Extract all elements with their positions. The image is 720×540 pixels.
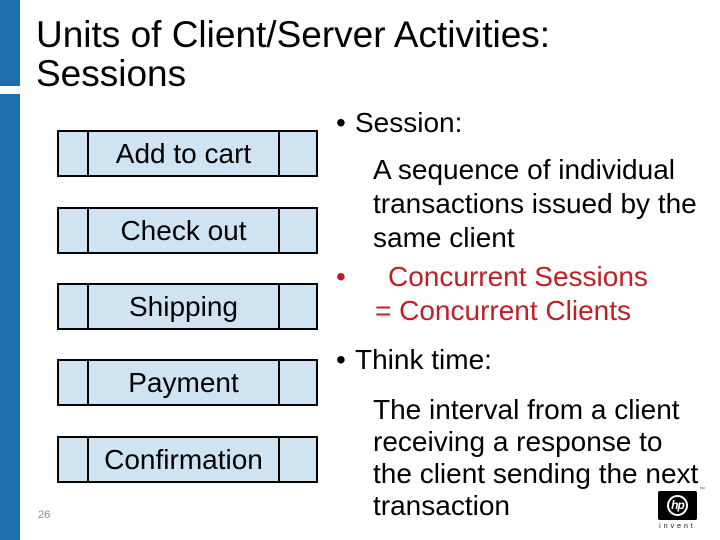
box-right-cell — [278, 438, 316, 481]
box-left-cell — [59, 132, 89, 175]
process-box-check-out: Check out — [57, 207, 318, 254]
box-left-cell — [59, 209, 89, 252]
box-label: Confirmation — [104, 443, 263, 475]
slide-title-line2: Sessions — [36, 53, 187, 94]
bullet-icon: • — [336, 107, 346, 138]
box-label: Payment — [128, 366, 239, 398]
box-right-cell — [278, 132, 316, 175]
bullet-session: • Session: — [336, 106, 462, 140]
box-right-cell — [278, 361, 316, 404]
hp-logo-circle: hp — [667, 495, 688, 516]
box-right-cell — [278, 209, 316, 252]
box-left-cell — [59, 438, 89, 481]
bullet-icon: • — [336, 344, 346, 375]
session-definition-text: A sequence of individual transactions is… — [373, 154, 697, 253]
bullet-think-time-label: Think time: — [355, 344, 492, 375]
hp-invent-label: invent — [659, 523, 696, 530]
bullet-icon: • — [336, 261, 346, 292]
box-label: Check out — [120, 214, 247, 246]
left-accent-bar-bottom — [0, 94, 20, 540]
bullet-concurrent-sessions: • Concurrent Sessions = Concurrent Clien… — [336, 260, 648, 328]
page-number: 26 — [38, 509, 51, 521]
process-box-add-to-cart: Add to cart — [57, 130, 318, 177]
hp-logo-letters: hp — [671, 497, 685, 512]
box-left-cell — [59, 361, 89, 404]
bullet-think-time: • Think time: — [336, 343, 492, 377]
process-box-shipping: Shipping — [57, 283, 318, 330]
concurrent-sessions-line2: = Concurrent Clients — [375, 295, 632, 326]
process-box-confirmation: Confirmation — [57, 436, 318, 483]
hp-logo-icon: hp — [658, 491, 697, 520]
think-time-definition-text: The interval from a client receiving a r… — [373, 394, 699, 521]
slide-title-line1: Units of Client/Server Activities: — [36, 14, 551, 55]
box-right-cell — [278, 285, 316, 328]
slide-title: Units of Client/Server Activities: Sessi… — [36, 15, 550, 93]
trademark-symbol: ™ — [699, 487, 705, 493]
concurrent-sessions-line1: Concurrent Sessions — [388, 261, 648, 292]
concurrent-sessions-text: Concurrent Sessions = Concurrent Clients — [375, 260, 648, 328]
box-label: Shipping — [129, 290, 238, 322]
box-label: Add to cart — [115, 137, 252, 169]
box-left-cell — [59, 285, 89, 328]
bullet-session-label: Session: — [355, 107, 463, 138]
process-box-payment: Payment — [57, 359, 318, 406]
left-accent-bar-top — [0, 0, 20, 86]
